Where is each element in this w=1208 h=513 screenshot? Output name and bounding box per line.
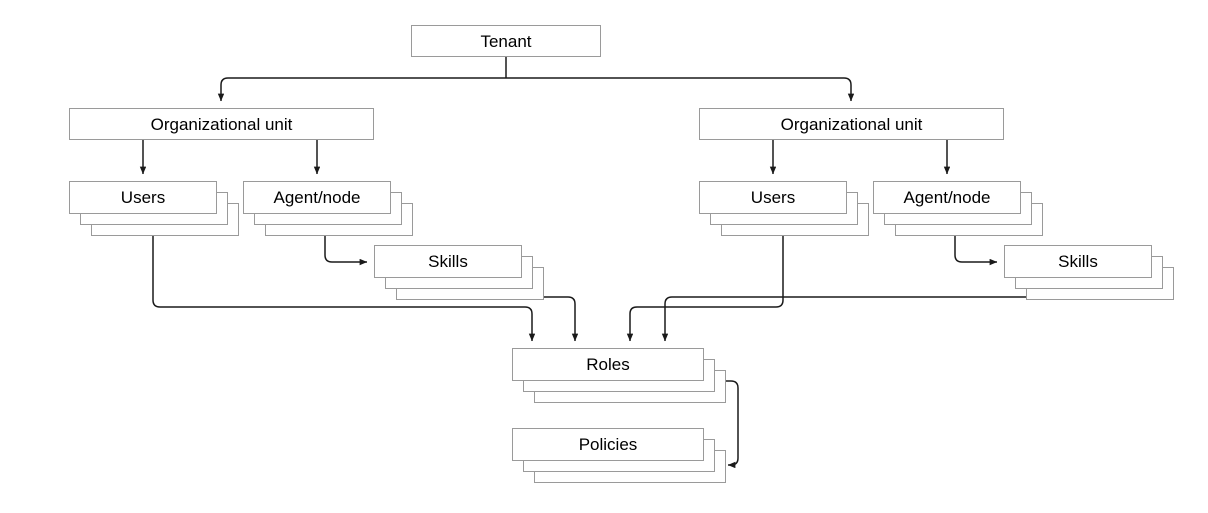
organizational-unit-left-box[interactable]: Organizational unit	[69, 108, 374, 140]
skills-left-label: Skills	[428, 252, 468, 271]
tenant-label: Tenant	[480, 31, 532, 51]
edge-usersleft-to-roles	[152, 236, 536, 342]
skills-left-card-front[interactable]: Skills	[374, 245, 522, 278]
policies-card-front[interactable]: Policies	[512, 428, 704, 461]
organizational-unit-left-label: Organizational unit	[150, 114, 293, 134]
edge-agentright-to-skills	[954, 236, 998, 266]
edge-roles-to-policies	[726, 380, 739, 469]
users-left-label: Users	[120, 188, 166, 207]
agent-left-label: Agent/node	[273, 188, 361, 207]
policies-label: Policies	[578, 435, 638, 454]
tenant-box[interactable]: Tenant	[411, 25, 601, 57]
edge-tenant-to-ou-left	[217, 77, 506, 102]
roles-card-front[interactable]: Roles	[512, 348, 704, 381]
users-right-label: Users	[750, 188, 796, 207]
skills-right-label: Skills	[1058, 252, 1098, 271]
edge-skillsright-to-roles	[661, 289, 1089, 342]
agent-left-card-front[interactable]: Agent/node	[243, 181, 391, 214]
organizational-unit-right-box[interactable]: Organizational unit	[699, 108, 1004, 140]
users-left-card-front[interactable]: Users	[69, 181, 217, 214]
skills-right-card-front[interactable]: Skills	[1004, 245, 1152, 278]
edge-usersright-to-roles	[626, 236, 784, 342]
agent-right-card-front[interactable]: Agent/node	[873, 181, 1021, 214]
roles-label: Roles	[586, 355, 630, 374]
edge-agentleft-to-skills	[324, 236, 368, 266]
agent-right-label: Agent/node	[903, 188, 991, 207]
organizational-unit-right-label: Organizational unit	[780, 114, 923, 134]
edge-tenant-to-ou-right	[506, 77, 855, 102]
users-right-card-front[interactable]: Users	[699, 181, 847, 214]
